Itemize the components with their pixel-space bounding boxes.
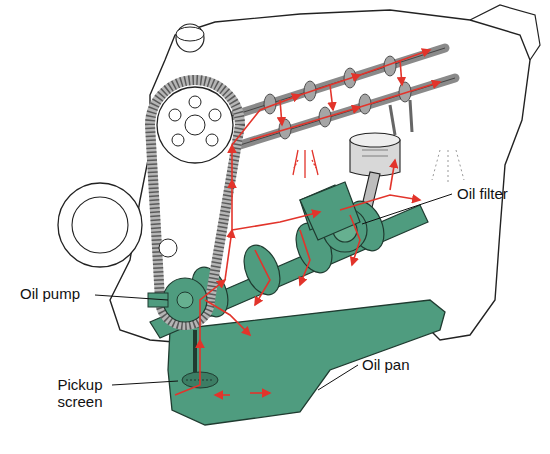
part-label: Oil pump bbox=[20, 285, 80, 302]
oil-flow-arrows bbox=[175, 50, 440, 395]
oil-spray bbox=[293, 150, 318, 178]
oil-filter bbox=[300, 182, 360, 240]
engine-block bbox=[110, 10, 530, 345]
filler-cap bbox=[176, 24, 204, 52]
camshafts bbox=[225, 48, 455, 145]
leader-lines bbox=[95, 194, 452, 390]
accessory-pulley bbox=[58, 183, 142, 267]
timing-belt bbox=[148, 80, 240, 325]
crankshaft bbox=[150, 185, 428, 338]
accessory-pulley-inner bbox=[72, 197, 128, 253]
spray-dots bbox=[432, 150, 464, 182]
filler-cap-top bbox=[176, 27, 204, 41]
block-detail bbox=[470, 5, 540, 60]
part-label: Oil pan bbox=[362, 356, 410, 373]
oil-pan bbox=[168, 300, 445, 425]
part-label: Pickup screen bbox=[50, 376, 110, 410]
part-label: Oil filter bbox=[457, 185, 508, 202]
